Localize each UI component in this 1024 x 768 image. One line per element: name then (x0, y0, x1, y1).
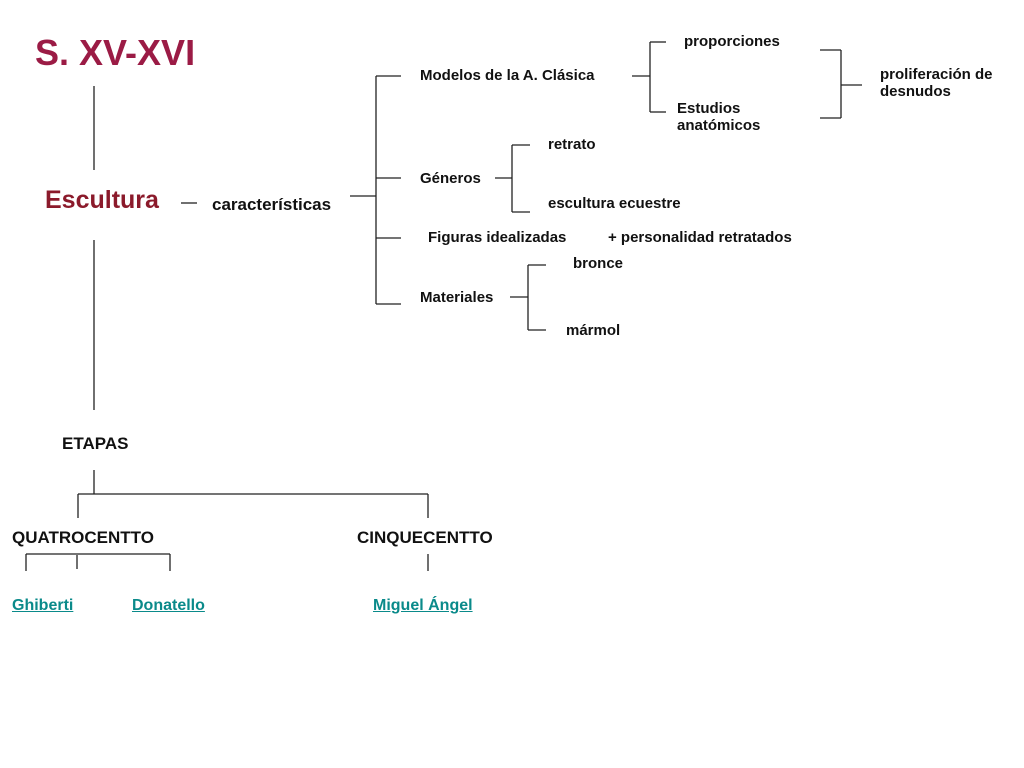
node-generos: Géneros (420, 170, 481, 187)
node-caracteristicas: características (212, 195, 332, 214)
node-retrato: retrato (548, 136, 596, 153)
node-materiales: Materiales (420, 289, 494, 306)
node-quatrocento: QUATROCENTTO (12, 528, 154, 547)
link-miguel-angel[interactable]: Miguel Ángel (373, 597, 473, 614)
node-etapas: ETAPAS (62, 434, 129, 453)
node-modelos: Modelos de la A. Clásica (420, 67, 595, 84)
node-personalidad: + personalidad retratados (608, 229, 792, 246)
node-estudios: Estudios anatómicos (677, 100, 761, 135)
node-cinquecento: CINQUECENTTO (357, 528, 493, 547)
node-proliferacion: proliferación de desnudos (880, 66, 993, 101)
node-ecuestre: escultura ecuestre (548, 195, 681, 212)
link-donatello[interactable]: Donatello (132, 597, 205, 614)
node-proporciones: proporciones (684, 33, 780, 50)
page-title: S. XV-XVI (35, 32, 196, 73)
node-bronce: bronce (573, 255, 624, 272)
root-node-escultura: Escultura (45, 186, 159, 214)
node-figuras: Figuras idealizadas (428, 229, 567, 246)
node-marmol: mármol (566, 322, 621, 339)
link-ghiberti[interactable]: Ghiberti (12, 597, 74, 614)
